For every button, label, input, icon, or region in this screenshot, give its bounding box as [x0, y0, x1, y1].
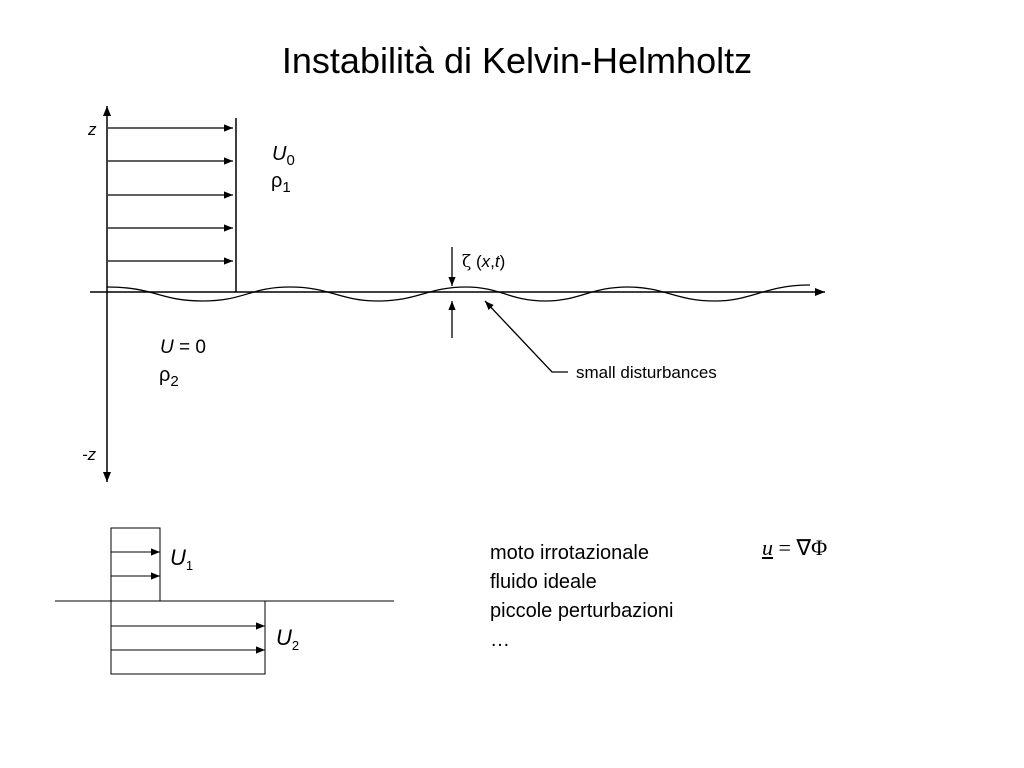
upper-velocity-label: U0	[272, 143, 295, 169]
profile-velocity-arrows	[111, 548, 265, 654]
lower-velocity-label: U = 0	[160, 337, 206, 358]
lower-density-label: ρ2	[159, 364, 179, 390]
u2-label: U2	[276, 625, 299, 653]
upper-velocity-arrows	[108, 124, 233, 265]
assumption-item: fluido ideale	[490, 571, 597, 593]
disturbance-callout-line	[484, 300, 568, 373]
velocity-potential-formula: u = ∇Φ	[762, 535, 827, 561]
z-axis-label: z	[87, 120, 97, 139]
lower-stream-box	[110, 600, 266, 675]
assumptions-list: moto irrotazionale fluido ideale piccole…	[490, 539, 673, 655]
velocity-symbol: u	[762, 535, 773, 560]
minus-z-axis-label: -z	[82, 445, 97, 464]
disturbance-label: small disturbances	[576, 363, 717, 382]
assumption-item: …	[490, 629, 510, 651]
zeta-label: ζ (x,t)	[462, 252, 505, 272]
upper-stream-box	[110, 527, 161, 602]
interface-disturbance-wave	[106, 284, 811, 302]
assumption-item: piccole perturbazioni	[490, 600, 674, 622]
slide-title: Instabilità di Kelvin-Helmholtz	[281, 40, 753, 81]
assumption-item: moto irrotazionale	[490, 542, 649, 564]
gradient-phi: = ∇Φ	[773, 535, 828, 560]
upper-density-label: ρ1	[271, 170, 291, 196]
u1-label: U1	[170, 545, 193, 573]
